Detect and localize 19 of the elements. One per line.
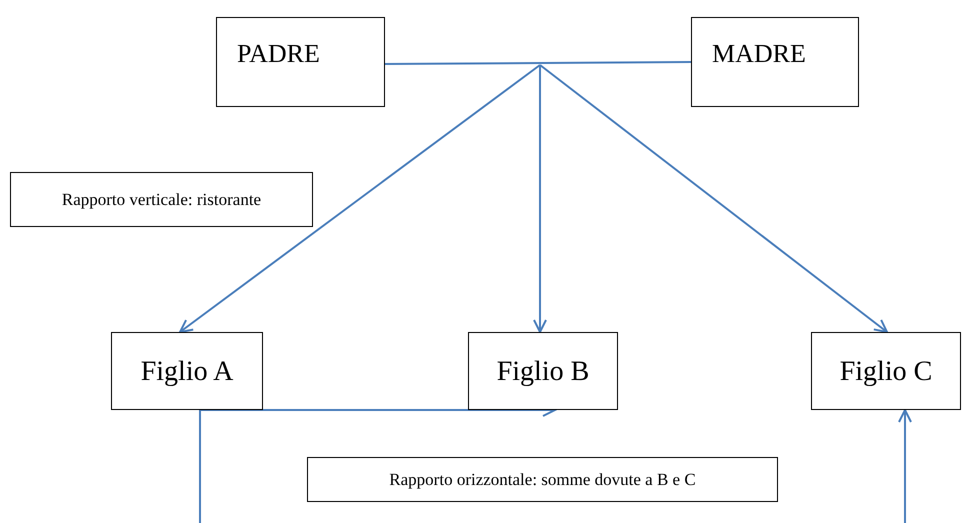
person-box xyxy=(811,332,961,410)
box-label: MADRE xyxy=(712,38,806,70)
arrow xyxy=(179,64,541,333)
connector-line xyxy=(385,61,691,65)
box-label: Rapporto verticale: ristorante xyxy=(62,188,262,210)
person-box xyxy=(468,332,618,410)
person-box xyxy=(216,17,385,107)
person-box xyxy=(111,332,263,410)
box-label: PADRE xyxy=(237,38,320,70)
box-label: Figlio C xyxy=(840,354,932,388)
note-box xyxy=(10,172,313,227)
arrow xyxy=(898,409,912,523)
connector-line xyxy=(199,410,201,523)
note-box xyxy=(307,457,778,502)
box-label: Rapporto orizzontale: somme dovute a B e C xyxy=(389,468,696,490)
arrow xyxy=(533,65,547,333)
person-box xyxy=(691,17,859,107)
box-label: Figlio B xyxy=(496,354,590,388)
box-label: Figlio A xyxy=(140,354,234,388)
